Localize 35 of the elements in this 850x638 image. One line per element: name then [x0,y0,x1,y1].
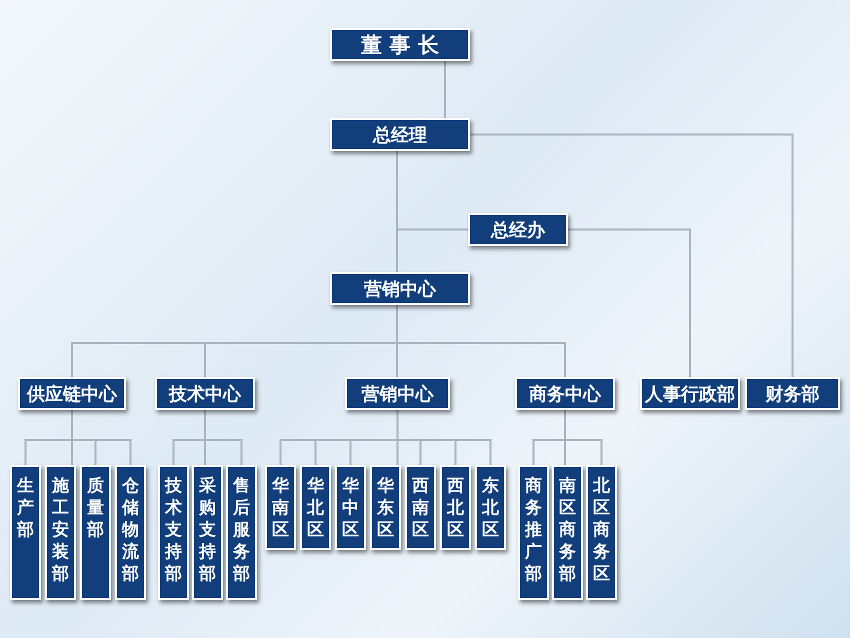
connector-line [204,410,242,465]
connector-line [396,305,566,377]
department-box: 技术中心 [155,377,255,410]
connector-line [396,151,468,230]
department-box: 供应链中心 [18,377,126,410]
connector-line [564,410,602,465]
department-box: 财务部 [745,377,840,410]
department-box: 质量部 [80,465,111,600]
department-box: 营销中心 [330,272,470,305]
department-box: 东北区 [475,465,506,550]
department-box: 商务中心 [515,377,615,410]
department-box: 北区商务区 [586,465,617,600]
department-box: 董 事 长 [330,28,470,61]
department-box: 采购支持部 [192,465,223,600]
connector-line [470,134,794,377]
department-box: 华东区 [370,465,401,550]
department-box: 华北区 [300,465,331,550]
department-box: 总经理 [330,118,470,151]
department-box: 总经办 [468,213,568,246]
department-box: 南区商务部 [552,465,583,600]
department-box: 营销中心 [345,377,450,410]
connector-line [71,410,132,465]
department-box: 生产部 [10,465,41,600]
connector-line [568,228,691,377]
department-box: 商务推广部 [518,465,549,600]
department-box: 施工安装部 [45,465,76,600]
connector-line [444,61,446,118]
department-box: 华中区 [335,465,366,550]
department-box: 技术支持部 [158,465,189,600]
department-box: 西北区 [440,465,471,550]
department-box: 仓储物流部 [115,465,146,600]
department-box: 西南区 [405,465,436,550]
department-box: 华南区 [265,465,296,550]
department-box: 售后服务部 [226,465,257,600]
department-box: 人事行政部 [640,377,740,410]
